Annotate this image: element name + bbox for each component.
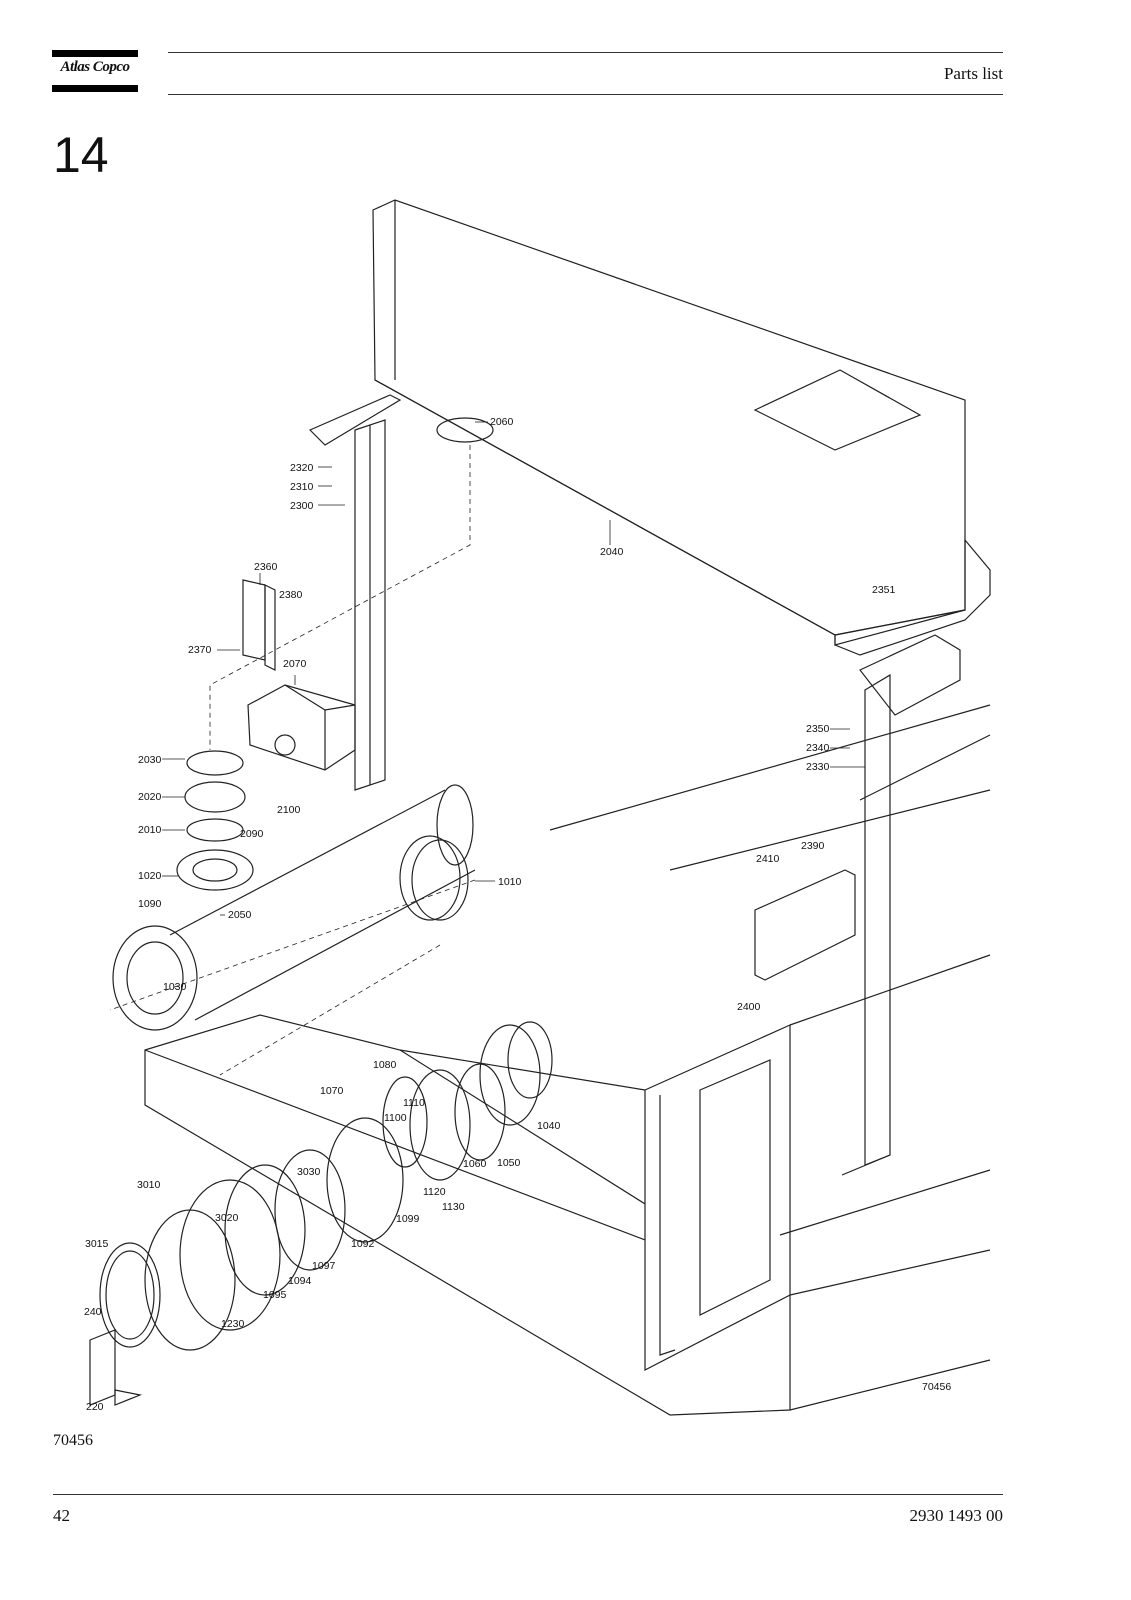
atlas-copco-logo: Atlas Copco bbox=[52, 50, 138, 92]
drawing-number: 70456 bbox=[922, 1381, 951, 1393]
callout-label: 1095 bbox=[263, 1289, 287, 1301]
callout-label: 1040 bbox=[537, 1120, 561, 1132]
callout-label: 1100 bbox=[384, 1112, 407, 1124]
section-number: 14 bbox=[53, 127, 109, 183]
callout-label: 1060 bbox=[463, 1158, 487, 1170]
callout-label: 2360 bbox=[254, 561, 278, 573]
callout-label: 220 bbox=[86, 1401, 104, 1413]
callout-label: 1230 bbox=[221, 1318, 245, 1330]
callout-label: 1090 bbox=[138, 898, 162, 910]
callout-label: 1030 bbox=[163, 981, 187, 993]
callout-label: 1050 bbox=[497, 1157, 521, 1169]
callout-label: 2310 bbox=[290, 481, 314, 493]
logo-text: Atlas Copco bbox=[60, 59, 130, 75]
callout-label: 2030 bbox=[138, 754, 162, 766]
callout-label: 2050 bbox=[228, 909, 252, 921]
callout-label: 2380 bbox=[279, 589, 303, 601]
footer-rule bbox=[53, 1494, 1003, 1495]
callout-label: 2340 bbox=[806, 742, 830, 754]
callout-label: 2040 bbox=[600, 546, 624, 558]
callout-label: 2370 bbox=[188, 644, 212, 656]
callout-label: 1010 bbox=[498, 876, 522, 888]
callout-label: 2350 bbox=[806, 723, 830, 735]
header-title: Parts list bbox=[943, 64, 1003, 83]
callout-label: 2410 bbox=[756, 853, 780, 865]
page-number: 42 bbox=[53, 1506, 70, 1525]
callout-label: 3015 bbox=[85, 1238, 109, 1250]
callout-label: 2070 bbox=[283, 658, 307, 670]
callout-label: 2330 bbox=[806, 761, 830, 773]
callout-label: 1099 bbox=[396, 1213, 420, 1225]
callout-label: 2320 bbox=[290, 462, 314, 474]
callout-label: 2100 bbox=[277, 804, 301, 816]
logo-bar-bottom bbox=[52, 85, 138, 92]
exploded-parts-drawing: 2060 2320 2310 2300 2040 2360 2380 2351 … bbox=[84, 199, 991, 1416]
callout-label: 1080 bbox=[373, 1059, 397, 1071]
callout-label: 2060 bbox=[490, 416, 514, 428]
document-number: 2930 1493 00 bbox=[909, 1506, 1004, 1525]
header-rule-bottom bbox=[168, 94, 1003, 95]
callout-label: 1070 bbox=[320, 1085, 344, 1097]
callout-label: 3020 bbox=[215, 1212, 239, 1224]
callout-label: 240 bbox=[84, 1306, 102, 1318]
figure-code: 70456 bbox=[53, 1432, 93, 1449]
callout-label: 1097 bbox=[312, 1260, 336, 1272]
callout-label: 1092 bbox=[351, 1238, 375, 1250]
callout-label: 1094 bbox=[288, 1275, 312, 1287]
header-rule-top bbox=[168, 52, 1003, 53]
callout-label: 2020 bbox=[138, 791, 162, 803]
callout-label: 2010 bbox=[138, 824, 162, 836]
callout-label: 3010 bbox=[137, 1179, 161, 1191]
callout-label: 2400 bbox=[737, 1001, 761, 1013]
callout-label: 1110 bbox=[403, 1097, 425, 1109]
logo-bar-top bbox=[52, 50, 138, 57]
callout-label: 3030 bbox=[297, 1166, 321, 1178]
callout-label: 2300 bbox=[290, 500, 314, 512]
callout-label: 2351 bbox=[872, 584, 896, 596]
callout-label: 1120 bbox=[423, 1186, 446, 1198]
callout-labels: 2060 2320 2310 2300 2040 2360 2380 2351 … bbox=[84, 416, 951, 1413]
callout-label: 2090 bbox=[240, 828, 264, 840]
callout-label: 1020 bbox=[138, 870, 162, 882]
callout-label: 1130 bbox=[442, 1201, 465, 1213]
callout-label: 2390 bbox=[801, 840, 825, 852]
